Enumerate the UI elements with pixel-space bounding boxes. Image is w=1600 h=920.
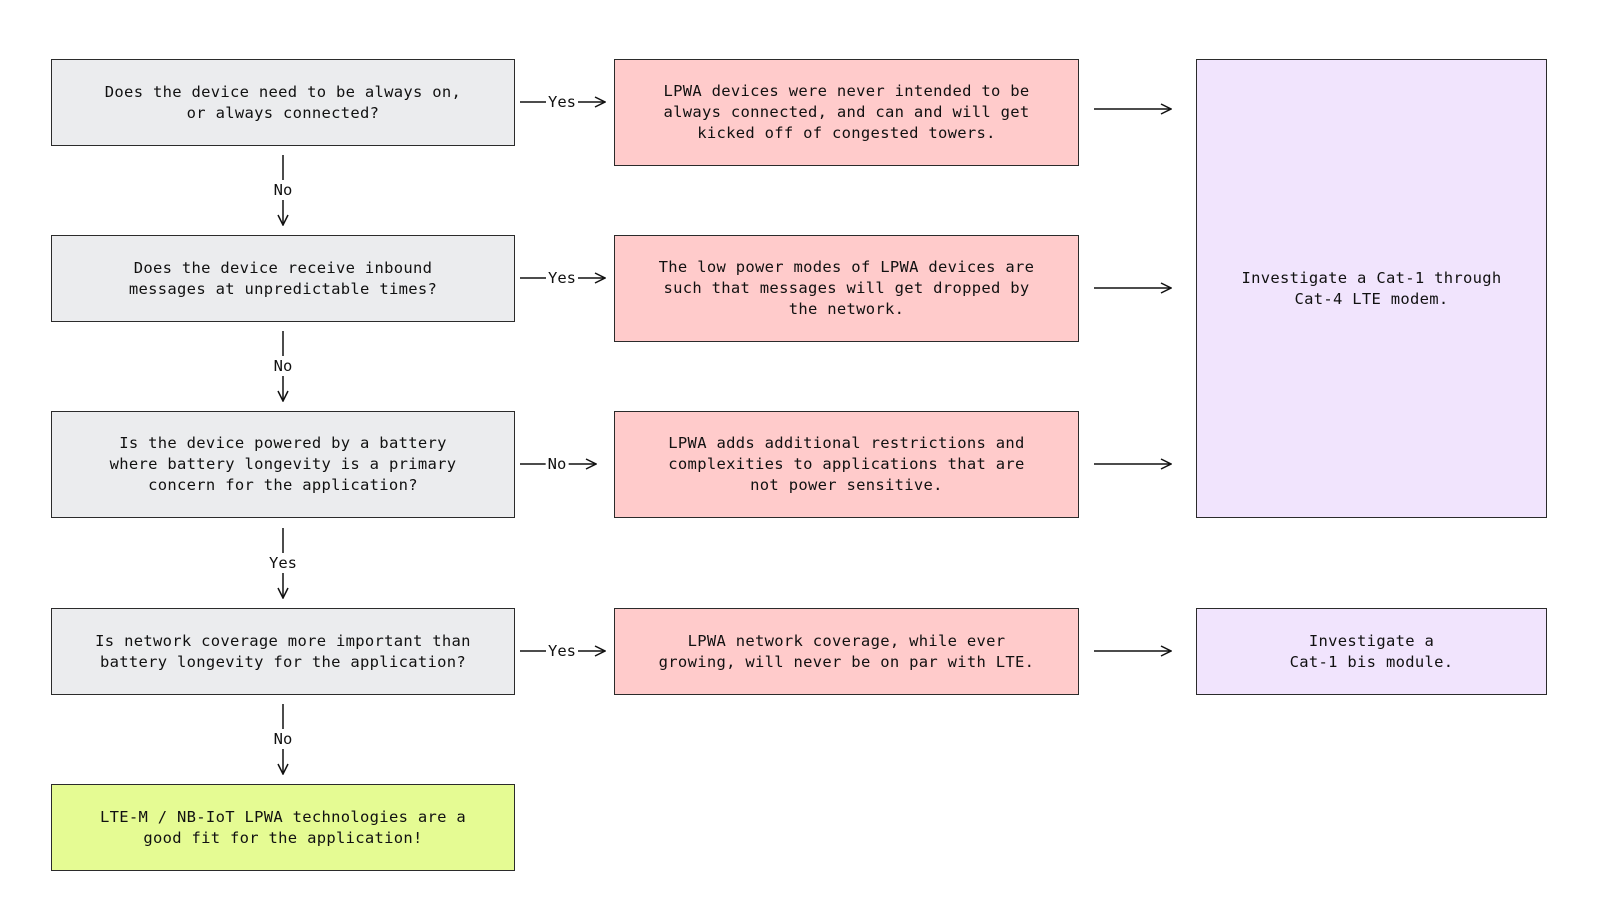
reason-power-sensitive: LPWA adds additional restrictions and co… (614, 411, 1079, 518)
outcome-cat1bis: Investigate a Cat-1 bis module. (1196, 608, 1547, 695)
reason-low-power-modes: The low power modes of LPWA devices are … (614, 235, 1079, 342)
question-network-coverage: Is network coverage more important than … (51, 608, 515, 695)
question-always-connected: Does the device need to be always on, or… (51, 59, 515, 146)
question-inbound-messages: Does the device receive inbound messages… (51, 235, 515, 322)
label-yes-1: Yes (546, 92, 578, 112)
label-no-v1: No (271, 180, 295, 200)
label-no-v2: No (271, 356, 295, 376)
question-battery-powered: Is the device powered by a battery where… (51, 411, 515, 518)
reason-coverage: LPWA network coverage, while ever growin… (614, 608, 1079, 695)
label-no-v4: No (271, 729, 295, 749)
label-yes-2: Yes (546, 268, 578, 288)
label-yes-v3: Yes (267, 553, 299, 573)
label-no-3: No (545, 454, 569, 474)
reason-always-connected: LPWA devices were never intended to be a… (614, 59, 1079, 166)
outcome-lte-modem: Investigate a Cat-1 through Cat-4 LTE mo… (1196, 59, 1547, 518)
outcome-lpwa-fit: LTE-M / NB-IoT LPWA technologies are a g… (51, 784, 515, 871)
label-yes-4: Yes (546, 641, 578, 661)
